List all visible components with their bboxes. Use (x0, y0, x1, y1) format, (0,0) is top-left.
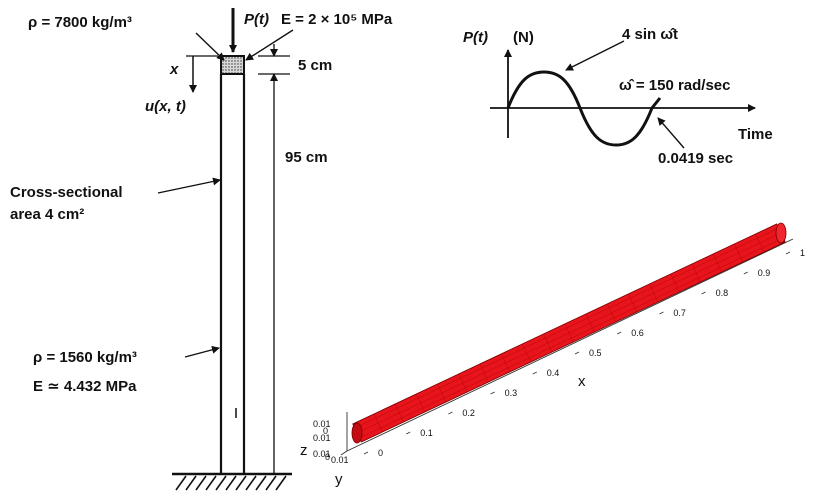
x-tick-label: 0.2 (462, 408, 475, 418)
bar-3d-element-edge (649, 283, 659, 303)
end-time-label: 0.0419 sec (658, 150, 733, 167)
x-tick-mark (701, 291, 706, 295)
y-axis-ticks: 0.01 0 0.01 (313, 449, 349, 465)
z-tick: 0 (323, 426, 328, 436)
bar-3d-element-edge (522, 343, 532, 363)
plot-y-label: P(t) (463, 29, 488, 46)
x-tick-label: 0.7 (673, 308, 686, 318)
bar-3d-model: 0 0.1 0.2 0.3 0.4 0.5 0.6 0.7 0.8 0.9 1 0.01 0 0.0… (300, 222, 805, 488)
bar-3d-element-edge (628, 293, 638, 313)
bar-3d-end-cap (351, 422, 363, 444)
x-tick-mark (363, 451, 369, 455)
x-tick-mark (617, 331, 622, 335)
bar-top-cap (220, 55, 245, 75)
bar-3d-element-edge (458, 373, 468, 393)
bar-3d-end-cap (775, 222, 787, 244)
bottom-density-label: ρ = 1560 kg/m³ (33, 349, 137, 366)
bar-3d-element-edge (564, 323, 574, 343)
bar-3d-element-edge (606, 303, 616, 323)
x-tick-label: 0.5 (589, 348, 602, 358)
x-tick-label: 1 (800, 248, 805, 258)
x-tick-mark (659, 311, 664, 315)
x-tick-label: 0.3 (505, 388, 518, 398)
bar-3d-element-edge (734, 243, 744, 263)
bar-3d-element-edge (394, 403, 404, 423)
bar-3d-element-edge (479, 363, 489, 383)
x-axis-title: x (578, 373, 586, 390)
curve-label: 4 sin ω̂t (622, 26, 678, 43)
bar-3d-element-edge (416, 393, 426, 413)
bar-3d-element-edge (543, 333, 553, 353)
bar-3d-element-edge (755, 233, 765, 253)
x-axis-ticks: 0 0.1 0.2 0.3 0.4 0.5 0.6 0.7 0.8 0.9 1 (363, 248, 805, 458)
z-axis-title: z (300, 442, 308, 459)
z-tick: 0.01 (313, 419, 331, 429)
x-tick-mark (490, 391, 495, 395)
area-label-line2: area 4 cm² (10, 206, 84, 223)
bottom-density-leader (184, 345, 220, 358)
x-tick-mark (406, 431, 411, 435)
bar-3d-element-edge (373, 413, 383, 433)
x-tick-label: 0 (378, 448, 383, 458)
bottom-modulus-label: E ≃ 4.432 MPa (33, 378, 137, 395)
bar-3d-element-edge (585, 313, 595, 333)
top-modulus-leader (245, 29, 294, 61)
time-axis-label: Time (738, 126, 773, 143)
curve-leader (565, 40, 625, 71)
x-tick-label: 0.1 (420, 428, 433, 438)
x-coord-label: x (169, 61, 179, 78)
x-tick-mark (448, 411, 453, 415)
displacement-label: u(x, t) (145, 98, 186, 115)
bottom-length-label: 95 cm (285, 149, 328, 166)
bar-3d-body (351, 222, 787, 444)
bar-3d-element-edge (712, 253, 722, 273)
bar-diagram: P(t) ρ = 7800 kg/m³ E = 2 × 10⁵ MPa x u(… (10, 8, 393, 491)
top-density-leader (195, 32, 225, 61)
load-history-plot: P(t) (N) 4 sin ω̂t ω̂ = 150 rad/sec Time… (463, 26, 773, 167)
y-axis-title: y (335, 471, 343, 488)
load-label: P(t) (244, 11, 269, 28)
top-modulus-label: E = 2 × 10⁵ MPa (281, 11, 393, 28)
x-tick-mark (743, 271, 748, 275)
load-curve (506, 70, 662, 147)
area-label-line1: Cross-sectional (10, 184, 123, 201)
plot-y-unit: (N) (513, 29, 534, 46)
x-tick-label: 0.6 (631, 328, 644, 338)
x-tick-mark (785, 251, 791, 255)
end-time-leader (657, 117, 685, 149)
bar-3d-element-edge (670, 273, 680, 293)
freq-label: ω̂ = 150 rad/sec (619, 77, 731, 94)
x-tick-mark (574, 351, 580, 355)
y-tick: 0.01 (331, 455, 349, 465)
x-tick-label: 0.4 (547, 368, 560, 378)
bar-3d-element-edge (691, 263, 701, 283)
y-tick: 0.01 (313, 449, 331, 459)
x-tick-label: 0.9 (758, 268, 771, 278)
ground-hatch (175, 475, 287, 491)
top-density-label: ρ = 7800 kg/m³ (28, 14, 132, 31)
x-tick-label: 0.8 (716, 288, 729, 298)
z-tick: 0.01 (313, 433, 331, 443)
area-leader (157, 177, 221, 194)
bar-3d-element-edge (437, 383, 447, 403)
top-length-label: 5 cm (298, 57, 332, 74)
bar-3d-element-edge (500, 353, 510, 373)
x-tick-mark (532, 371, 537, 375)
z-axis-ticks: 0.01 0 0.01 (313, 419, 331, 443)
y-tick: 0 (325, 452, 330, 462)
bar-3d-axes (340, 238, 794, 456)
